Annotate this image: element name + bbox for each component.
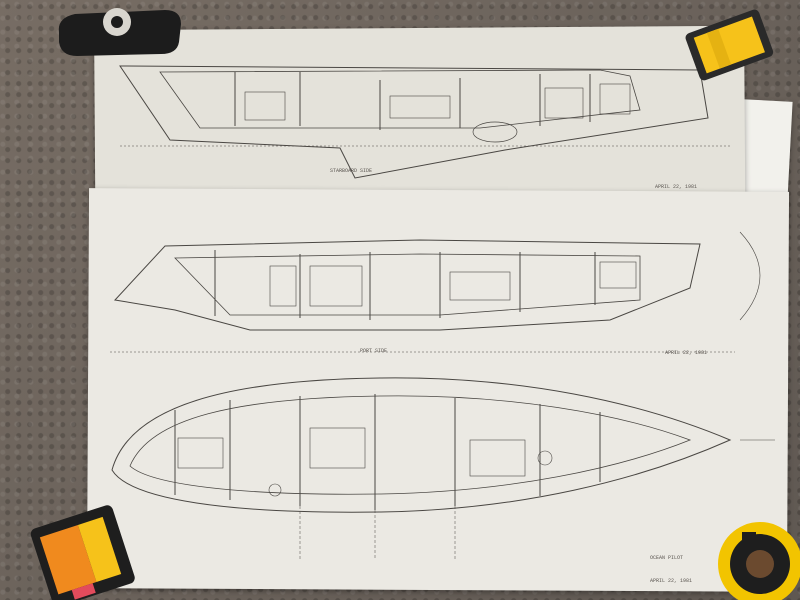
caption-date-top: APRIL 22, 1981 xyxy=(655,184,698,190)
flag-dispenser-top-icon xyxy=(685,9,774,81)
caption-date-middle: APRIL 22, 1981 xyxy=(665,350,708,356)
tape-measure-icon xyxy=(718,522,800,600)
caption-starboard: STARBOARD SIDE xyxy=(330,168,373,174)
flag-dispenser-bottom-icon xyxy=(30,505,135,600)
plan-view-drawing xyxy=(111,377,775,560)
starboard-profile-drawing xyxy=(119,65,730,179)
port-profile-drawing xyxy=(110,231,761,353)
title-block-date: APRIL 22, 1981 xyxy=(650,578,693,584)
title-block-name: OCEAN PILOT xyxy=(650,555,684,561)
tape-dispenser-icon xyxy=(58,8,181,56)
caption-port: PORT SIDE xyxy=(360,348,388,354)
